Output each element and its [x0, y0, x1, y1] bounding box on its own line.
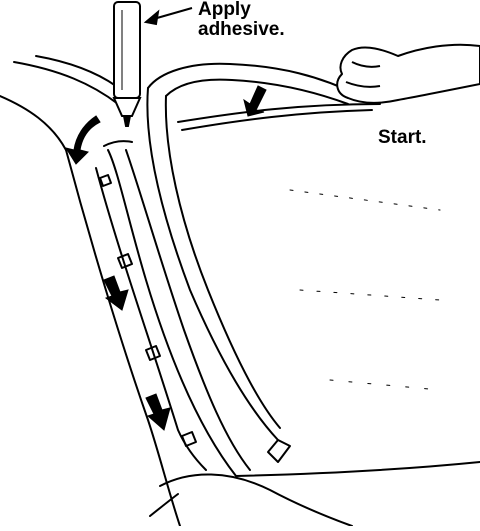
roof-outline	[13, 61, 119, 105]
a-pillar-edge	[103, 140, 133, 147]
direction-arrow-icon	[145, 393, 171, 431]
fender-line	[159, 473, 353, 527]
clip-notch	[99, 174, 112, 187]
glass-reflection	[289, 189, 441, 211]
start-label: Start.	[378, 127, 427, 148]
windshield-edge	[107, 149, 480, 477]
clip-notch	[181, 431, 197, 447]
roof-outline-inner	[35, 55, 117, 87]
apply-adhesive-label: Apply adhesive.	[198, 0, 285, 40]
molding-strip-inner	[165, 78, 349, 105]
glass-top-edge	[177, 103, 381, 123]
molding-strip-outer	[147, 62, 361, 97]
fender-crease	[149, 493, 179, 517]
molding-strip-pillar-inner	[164, 95, 281, 429]
molding-strip-pillar-outer	[146, 87, 279, 441]
glass-top-edge-2	[181, 109, 373, 131]
hood-edge	[0, 95, 67, 151]
direction-arrow-icon	[64, 115, 101, 165]
a-pillar-outer	[65, 149, 181, 527]
molding-strip-end	[267, 439, 291, 463]
direction-arrow-icon	[103, 275, 129, 311]
direction-arrow-icon	[64, 85, 267, 431]
adhesive-applicator-icon	[112, 1, 142, 127]
apply-label-line2: adhesive.	[198, 19, 285, 40]
callout-leader	[143, 7, 193, 26]
windshield-inner-edge	[125, 149, 251, 471]
clip-notch	[145, 345, 161, 361]
glass-reflection	[299, 289, 441, 301]
glass-reflection	[329, 379, 441, 391]
clip-notch	[117, 253, 133, 269]
direction-arrow-icon	[243, 85, 267, 117]
a-pillar-inner	[95, 167, 207, 471]
apply-label-line1: Apply	[198, 0, 251, 20]
hand-icon	[336, 43, 480, 104]
